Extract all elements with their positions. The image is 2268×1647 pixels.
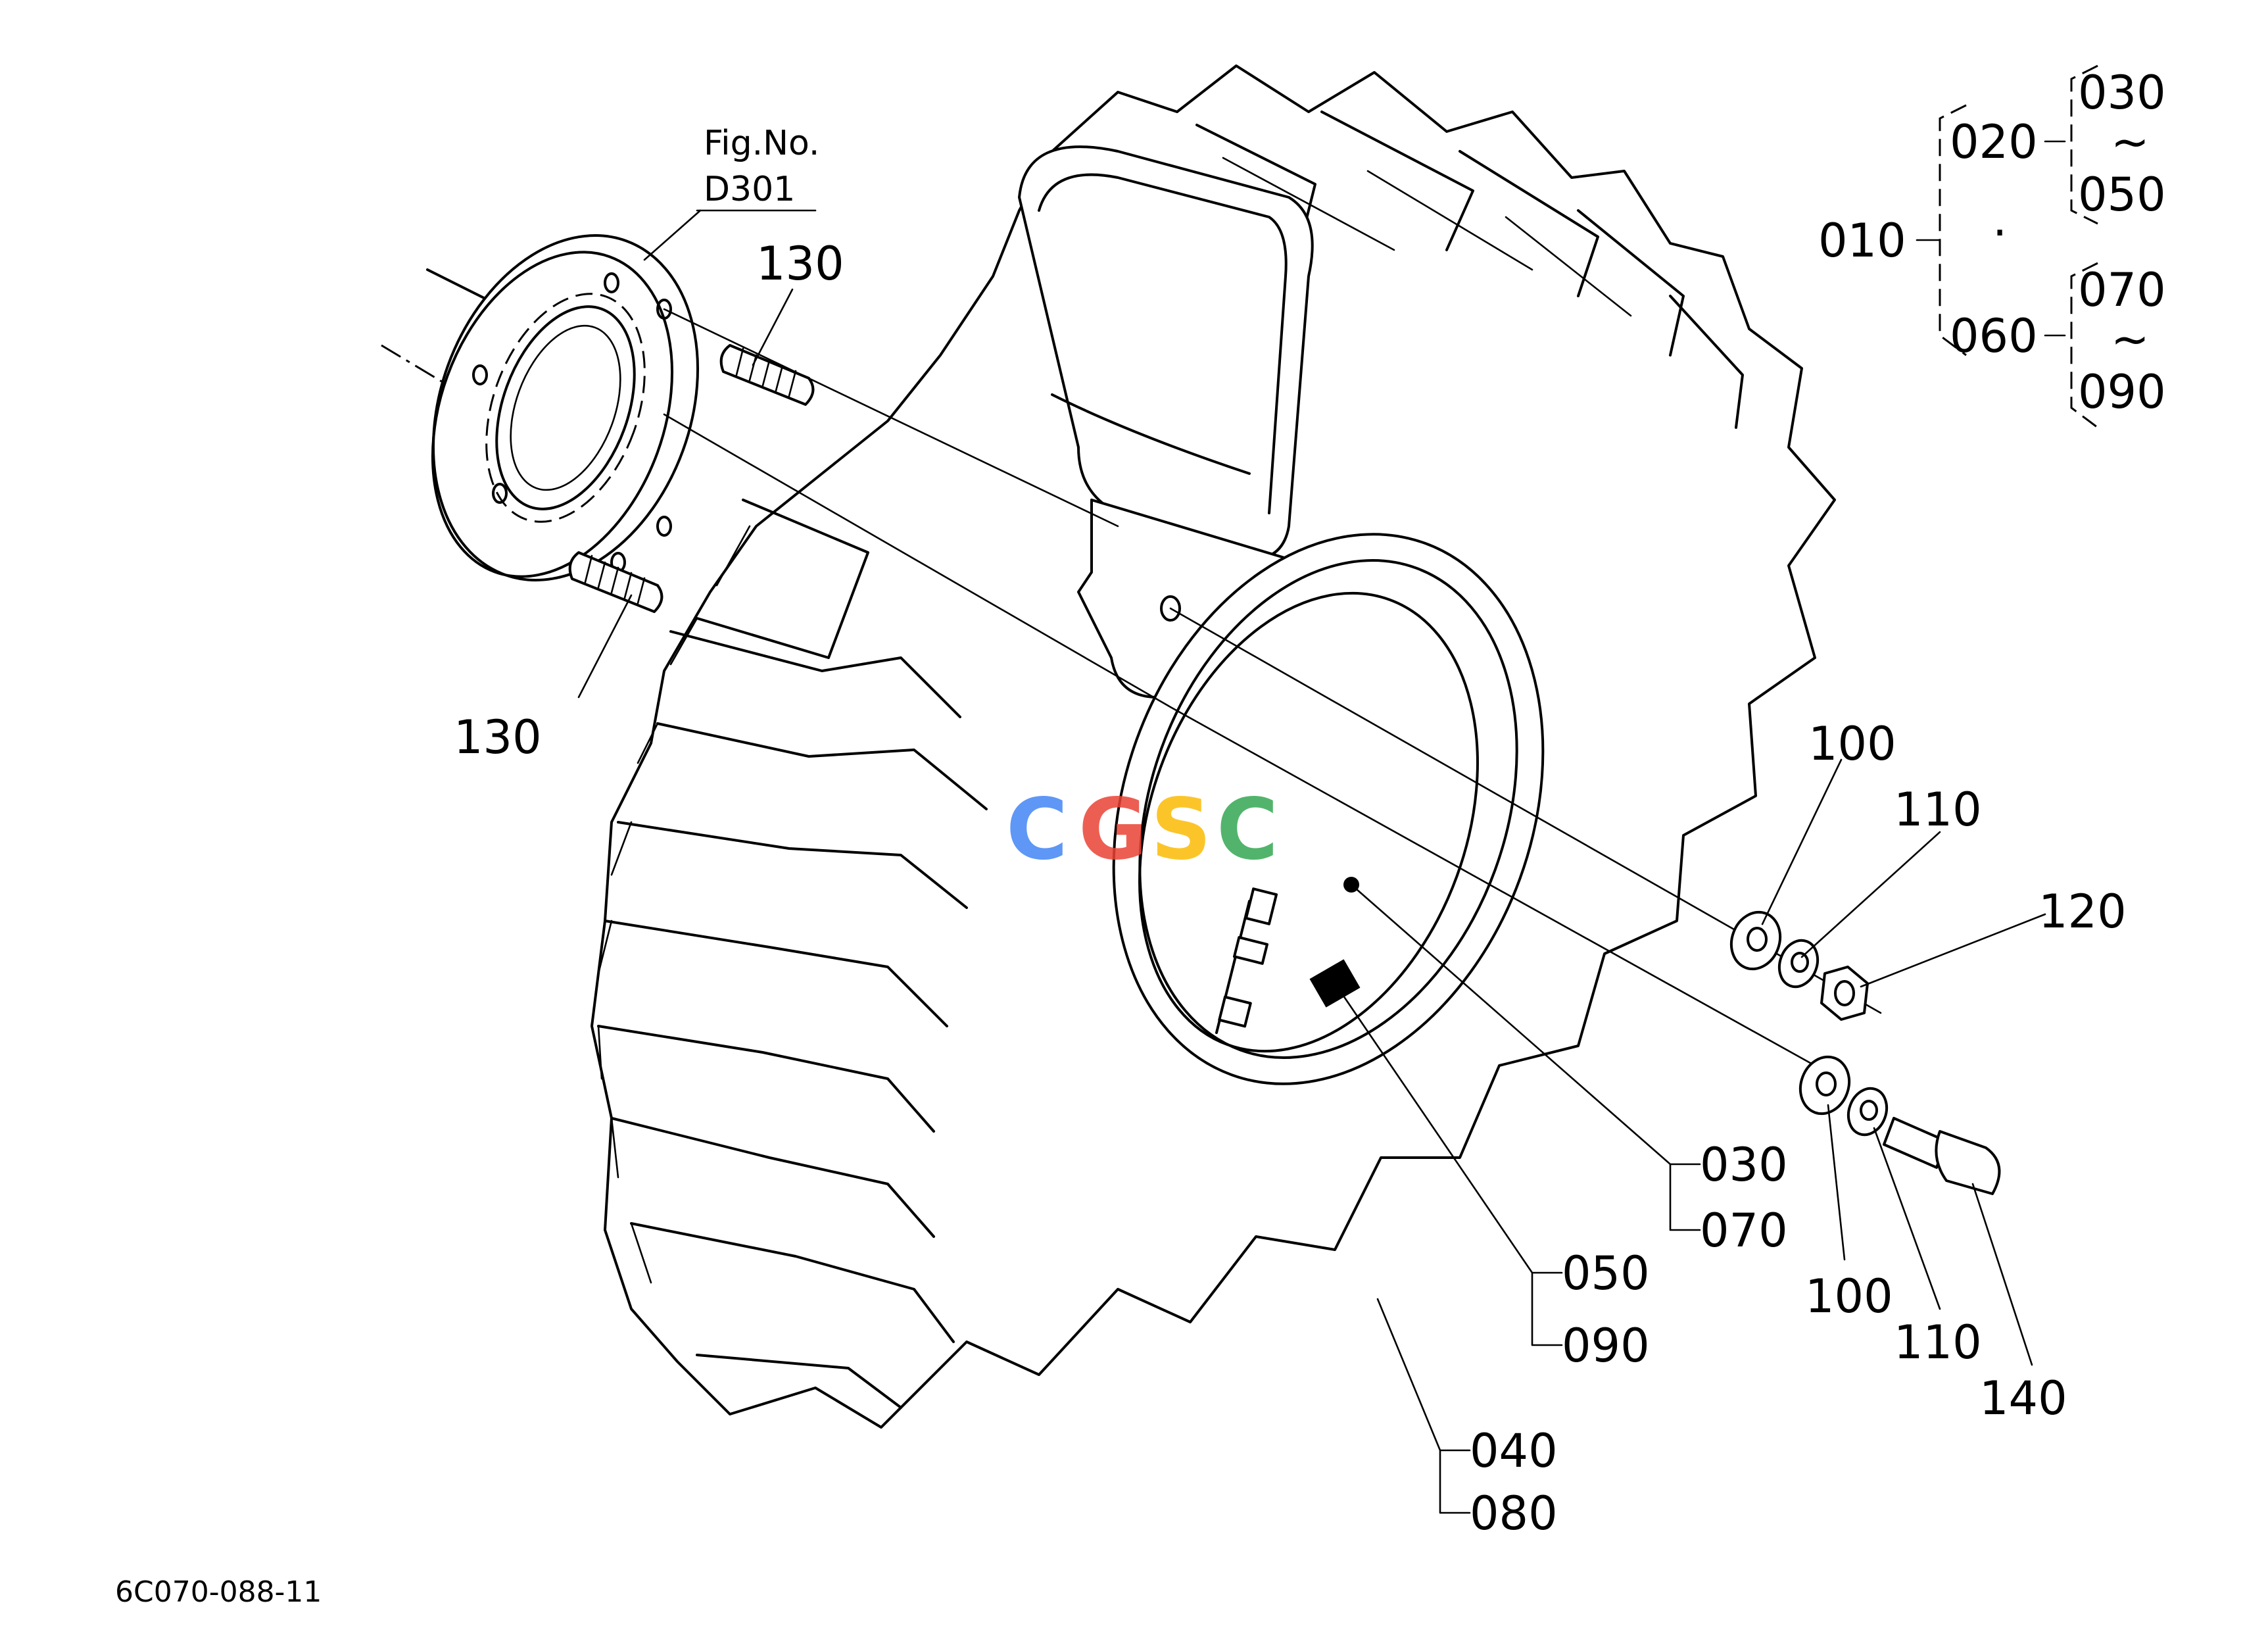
bolt-axis-lower [663, 413, 1816, 1067]
washer-100-upper [1729, 910, 1782, 971]
tree-060: 060 [1950, 309, 2038, 363]
callout-130-upper: 130 [756, 237, 844, 291]
fig-ref-label: D301 [704, 170, 795, 209]
bolt-140 [1883, 1117, 2001, 1195]
callout-080-tire: 080 [1470, 1487, 1558, 1540]
callout-130-lower: 130 [454, 710, 542, 764]
watermark-letter-1: C [1006, 781, 1068, 879]
callout-100-lower: 100 [1805, 1269, 1893, 1323]
callout-090-flap: 090 [1562, 1319, 1650, 1373]
tree-030: 030 [2078, 66, 2166, 120]
watermark-letter-4: C [1217, 781, 1278, 879]
tree-range-1: ~ [2111, 115, 2150, 169]
tree-010: 010 [1818, 214, 1906, 268]
watermark-letter-3: S [1151, 781, 1211, 879]
diagram-code: 6C070-088-11 [115, 1575, 322, 1609]
tree-070: 070 [2078, 263, 2166, 317]
washer-100-lower [1798, 1055, 1851, 1116]
callout-050-flap: 050 [1562, 1246, 1650, 1300]
leader-lines [577, 209, 2046, 1514]
axle-flange-drawing [381, 234, 700, 581]
callout-100-upper: 100 [1808, 717, 1896, 771]
watermark-letter-2: G [1078, 781, 1147, 879]
callout-120: 120 [2039, 885, 2127, 939]
callout-030-valve: 030 [1700, 1138, 1788, 1192]
callout-110-upper: 110 [1894, 783, 1982, 837]
rim-drawing [1112, 533, 1545, 1085]
nut-120 [1820, 966, 1869, 1021]
tree-090: 090 [2078, 365, 2166, 419]
callout-140: 140 [1979, 1371, 2067, 1425]
tree-bullet: · [1992, 206, 2007, 260]
tree-050: 050 [2078, 168, 2166, 222]
callout-040-tire: 040 [1470, 1424, 1558, 1478]
tree-range-2: ~ [2111, 312, 2150, 366]
callout-110-lower: 110 [1894, 1315, 1982, 1369]
lock-washer-110-lower [1846, 1087, 1889, 1137]
stud-upper-drawing [719, 344, 815, 406]
assembly-tree [1916, 64, 2098, 429]
fig-no-label: Fig.No. [704, 124, 819, 163]
callout-070-valve: 070 [1700, 1204, 1788, 1258]
stud-lower-drawing [568, 551, 664, 613]
tree-020: 020 [1950, 115, 2038, 169]
watermark-logo: C G S C [1006, 781, 1278, 879]
